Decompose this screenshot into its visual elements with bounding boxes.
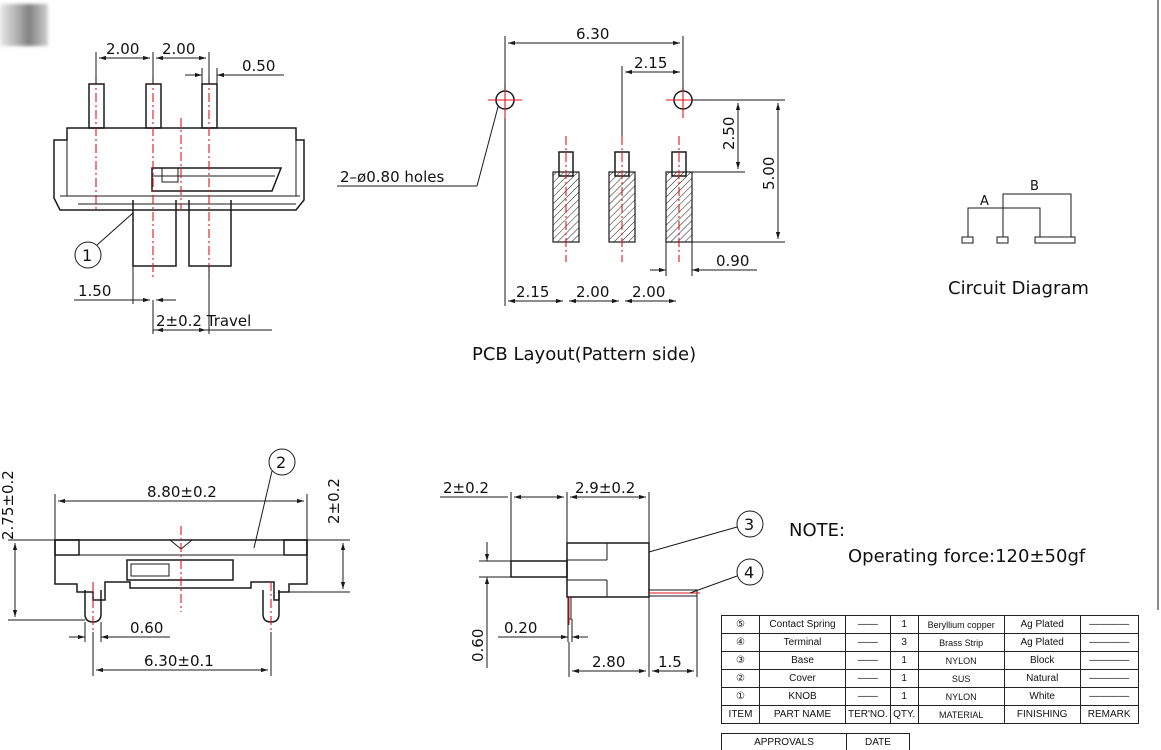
dim-pcb-pad-width: 0.90 bbox=[716, 252, 749, 270]
callout-2: 2 bbox=[276, 453, 286, 472]
front-view: 8.80±0.2 2.75±0.2 2±0.2 2 0.60 6.30±0.1 bbox=[0, 449, 350, 676]
bom-cell-material: SUS bbox=[918, 670, 1004, 688]
circuit-diagram-title: Circuit Diagram bbox=[948, 278, 1089, 299]
bom-cell-terno: —— bbox=[846, 688, 891, 706]
bom-cell-material: Beryllium copper bbox=[918, 616, 1004, 634]
bom-cell-part: Contact Spring bbox=[760, 616, 846, 634]
dim-top-pin-width: 0.50 bbox=[242, 57, 275, 75]
dim-pcb-right-offset: 2.15 bbox=[634, 54, 667, 72]
side-view: 2±0.2 2.9±0.2 0.60 0.20 2.80 1.5 3 4 bbox=[440, 479, 763, 677]
dim-side-pin-length: 1.5 bbox=[658, 653, 682, 671]
bom-cell-part: Base bbox=[760, 652, 846, 670]
bom-cell-item: ② bbox=[722, 670, 760, 688]
callout-4: 4 bbox=[744, 563, 754, 582]
bom-cell-remark: ———— bbox=[1080, 616, 1138, 634]
bom-header-terno: TER'NO. bbox=[846, 706, 891, 724]
circuit-label-a: A bbox=[980, 194, 989, 209]
bom-header-item: ITEM bbox=[722, 706, 760, 724]
dim-pcb-left-offset: 2.15 bbox=[516, 283, 549, 301]
bom-cell-part: Cover bbox=[760, 670, 846, 688]
bom-cell-finishing: Block bbox=[1004, 652, 1080, 670]
bom-header-material: MATERIAL bbox=[918, 706, 1004, 724]
front-knob bbox=[127, 560, 233, 580]
dim-front-pin-span: 6.30±0.1 bbox=[144, 652, 214, 670]
bom-cell-remark: ———— bbox=[1080, 688, 1138, 706]
top-view: 2.00 2.00 0.50 1 1.50 2±0.2 Travel bbox=[54, 40, 304, 334]
bom-cell-material: NYLON bbox=[918, 688, 1004, 706]
bom-header-remark: REMARK bbox=[1080, 706, 1138, 724]
dim-front-pin-width: 0.60 bbox=[130, 619, 163, 637]
bom-cell-material: Brass Strip bbox=[918, 634, 1004, 652]
bom-cell-finishing: Natural bbox=[1004, 670, 1080, 688]
circuit-label-b: B bbox=[1030, 179, 1039, 194]
callout-1: 1 bbox=[82, 246, 92, 265]
bom-cell-item: ③ bbox=[722, 652, 760, 670]
dim-front-body-height: 2±0.2 bbox=[325, 478, 343, 524]
pcb-layout-title: PCB Layout(Pattern side) bbox=[472, 344, 696, 365]
bom-cell-qty: 1 bbox=[890, 616, 918, 634]
bom-cell-terno: —— bbox=[846, 670, 891, 688]
note-operating-force: Operating force:120±50gf bbox=[848, 546, 1086, 567]
pcb-holes-label: 2–ø0.80 holes bbox=[340, 168, 444, 186]
bom-cell-finishing: White bbox=[1004, 688, 1080, 706]
bom-header-finishing: FINISHING bbox=[1004, 706, 1080, 724]
bom-cell-qty: 1 bbox=[890, 688, 918, 706]
side-knob bbox=[511, 561, 567, 577]
dim-pcb-total-height: 5.00 bbox=[760, 157, 778, 190]
bom-cell-qty: 3 bbox=[890, 634, 918, 652]
bom-cell-finishing: Ag Plated bbox=[1004, 634, 1080, 652]
bom-cell-item: ① bbox=[722, 688, 760, 706]
dim-top-knob-offset: 1.50 bbox=[78, 282, 111, 300]
bom-cell-part: KNOB bbox=[760, 688, 846, 706]
bom-header-qty: QTY. bbox=[890, 706, 918, 724]
bom-cell-finishing: Ag Plated bbox=[1004, 616, 1080, 634]
dim-pcb-row-height: 2.50 bbox=[720, 117, 738, 150]
bom-cell-remark: ———— bbox=[1080, 670, 1138, 688]
bom-cell-terno: —— bbox=[846, 652, 891, 670]
dim-front-length: 8.80±0.2 bbox=[147, 483, 217, 501]
bom-cell-terno: —— bbox=[846, 616, 891, 634]
approvals-label: APPROVALS bbox=[722, 734, 847, 750]
dim-pcb-overall-width: 6.30 bbox=[576, 25, 609, 43]
note-heading: NOTE: bbox=[789, 520, 845, 541]
side-body bbox=[567, 543, 649, 597]
dim-side-lead: 0.60 bbox=[469, 629, 487, 662]
dim-front-total-height: 2.75±0.2 bbox=[0, 470, 17, 540]
dim-travel: 2±0.2 Travel bbox=[156, 312, 251, 330]
circuit-diagram: A B Circuit Diagram bbox=[948, 179, 1089, 299]
callout-3: 3 bbox=[744, 515, 754, 534]
date-label: DATE bbox=[847, 734, 910, 750]
dim-side-lead-thickness: 0.20 bbox=[504, 619, 537, 637]
dim-top-pitch-a: 2.00 bbox=[106, 40, 139, 58]
bom-cell-material: NYLON bbox=[918, 652, 1004, 670]
bom-cell-terno: —— bbox=[846, 634, 891, 652]
pcb-layout: 6.30 2.15 2.50 5.00 0.90 2.15 2.00 2.00 … bbox=[337, 25, 785, 365]
dim-side-body: 2.9±0.2 bbox=[575, 479, 635, 497]
bom-cell-qty: 1 bbox=[890, 652, 918, 670]
top-body bbox=[54, 128, 304, 210]
bom-cell-remark: ———— bbox=[1080, 634, 1138, 652]
bom-cell-remark: ———— bbox=[1080, 652, 1138, 670]
dim-side-body-depth: 2.80 bbox=[592, 653, 625, 671]
dim-pcb-pitch-b: 2.00 bbox=[632, 283, 665, 301]
dim-top-pitch-b: 2.00 bbox=[162, 40, 195, 58]
dim-pcb-pitch-a: 2.00 bbox=[576, 283, 609, 301]
bom-cell-item: ④ bbox=[722, 634, 760, 652]
bom-cell-qty: 1 bbox=[890, 670, 918, 688]
approvals-row: APPROVALS DATE bbox=[721, 733, 910, 750]
bom-header-part: PART NAME bbox=[760, 706, 846, 724]
bom-cell-part: Terminal bbox=[760, 634, 846, 652]
dim-side-knob: 2±0.2 bbox=[443, 479, 489, 497]
bom-cell-item: ⑤ bbox=[722, 616, 760, 634]
